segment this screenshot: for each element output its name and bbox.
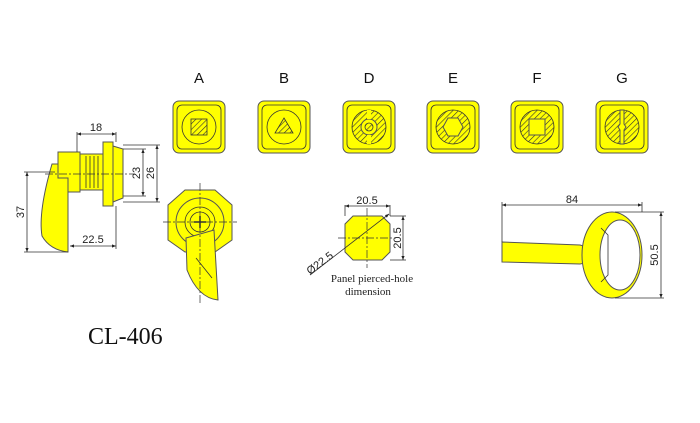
variant-label: G	[616, 70, 628, 87]
front-view	[163, 183, 237, 305]
variant-row: A B D E F G	[172, 70, 649, 154]
dim-reach: 22.5	[82, 234, 103, 246]
caption: Panel pierced-hole	[331, 273, 413, 285]
dim-height: 20.5	[392, 227, 404, 248]
variant-label: B	[279, 70, 289, 87]
variant-e: E	[426, 70, 480, 154]
caption: dimension	[345, 286, 391, 298]
hexagon-key-icon	[442, 117, 464, 137]
key: 84 50.5	[501, 194, 664, 299]
variant-f: F	[510, 70, 564, 154]
model-number: CL-406	[88, 324, 163, 350]
square-key-icon	[190, 118, 208, 136]
dim-width: 20.5	[356, 195, 377, 207]
dim-length: 84	[566, 194, 578, 206]
dim-height: 50.5	[649, 244, 661, 265]
square-hole-icon	[528, 118, 546, 136]
variant-label: A	[194, 70, 204, 87]
panel-hole: 20.5 20.5 Ø22.5 Panel pierced-hole dimen…	[305, 195, 414, 298]
variant-label: D	[364, 70, 375, 87]
variant-g: G	[595, 70, 649, 154]
variant-label: F	[532, 70, 541, 87]
triangle-key-icon	[274, 117, 294, 134]
dim-height: 37	[15, 206, 27, 218]
side-view: 18 23 26 37 22.5	[15, 122, 160, 253]
dim-length: 18	[90, 122, 102, 134]
variant-label: E	[448, 70, 458, 87]
variant-d: D	[342, 70, 396, 154]
dim-flange: 26	[145, 167, 157, 179]
variant-a: A	[172, 70, 226, 154]
variant-b: B	[257, 70, 311, 154]
dim-thread: 23	[131, 167, 143, 179]
slot-key-icon	[617, 109, 627, 145]
